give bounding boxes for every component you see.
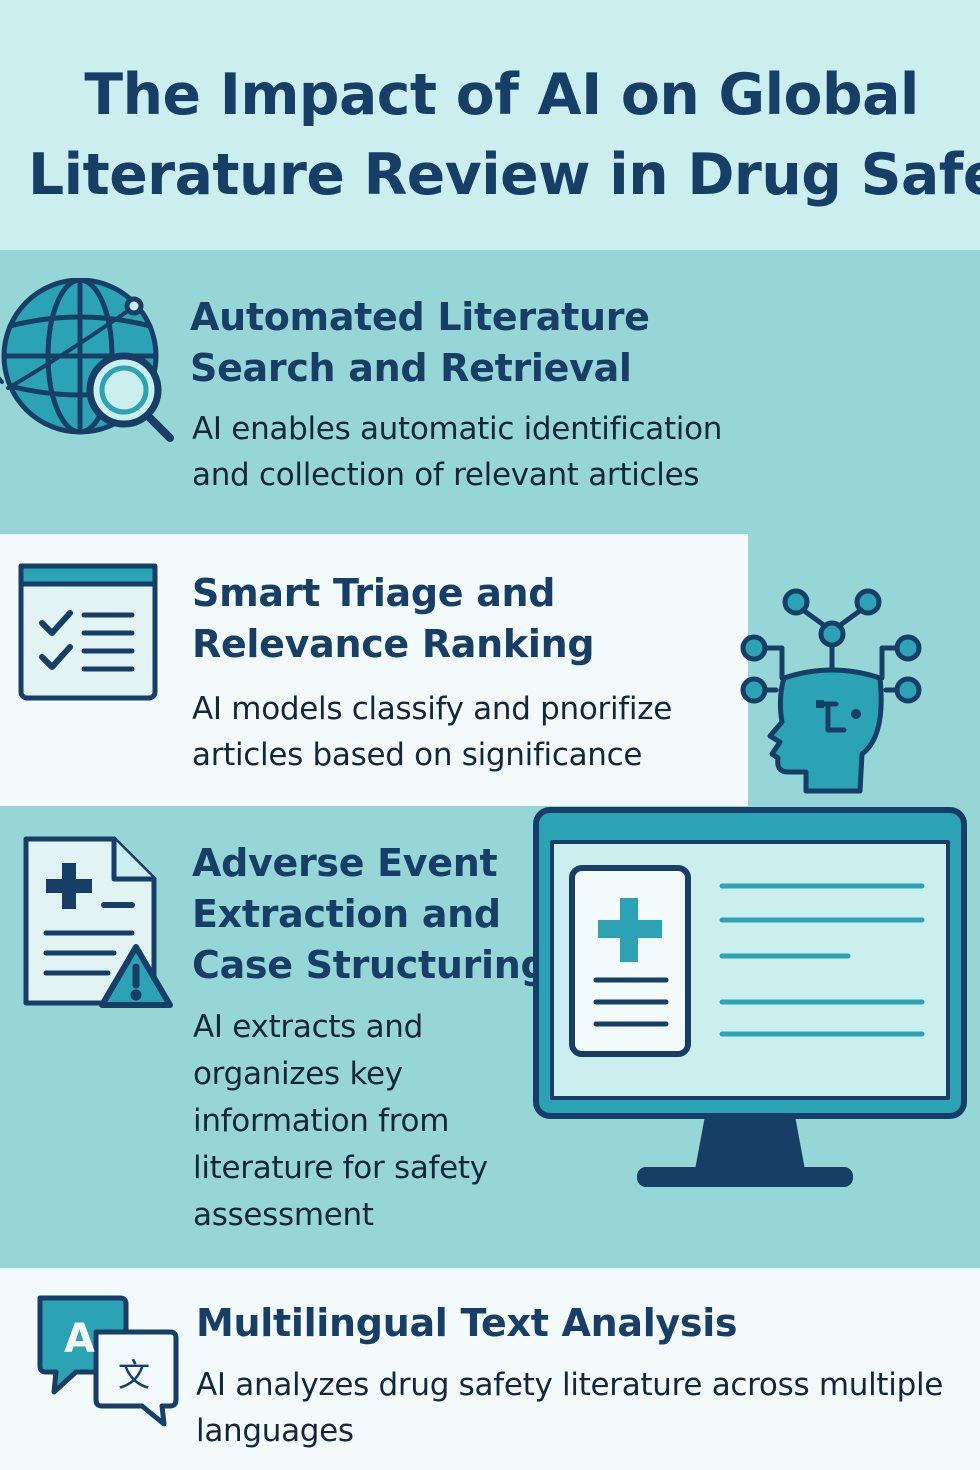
heading-line: Extraction and [192,892,501,936]
desc-line: organizes key [193,1056,403,1092]
section-desc-multilingual: AI analyzes drug safety literature acros… [196,1362,943,1454]
section-band-search [0,250,980,534]
heading-line: Adverse Event [192,841,498,885]
monitor-document-icon [533,807,967,1187]
title-line-2: Literature Review in Drug Safety [28,142,980,208]
page-title: The Impact of AI on Global Literature Re… [28,55,980,215]
heading-line: Automated Literature [190,295,650,339]
desc-line: AI extracts and [193,1009,423,1045]
section-heading-search: Automated Literature Search and Retrieva… [190,292,650,394]
desc-line: articles based on significance [192,737,643,773]
heading-line: Smart Triage and [192,571,556,615]
heading-line: Search and Retrieval [190,346,632,390]
desc-line: literature for safety [193,1150,488,1186]
heading-line: Case Structuring [192,943,548,987]
section-desc-triage: AI models classify and pnorifize article… [192,686,672,778]
title-line-1: The Impact of AI on Global [84,62,919,128]
translation-glyph-b: 文 [118,1356,150,1394]
heading-line: Multilingual Text Analysis [196,1301,738,1345]
ai-head-network-icon [740,588,922,794]
medical-document-warning-icon [23,836,173,1008]
section-heading-extraction: Adverse Event Extraction and Case Struct… [192,838,548,991]
header: The Impact of AI on Global Literature Re… [0,0,980,250]
section-heading-multilingual: Multilingual Text Analysis [196,1298,738,1349]
heading-line: Relevance Ranking [192,622,595,666]
desc-line: information from [193,1103,450,1139]
translation-glyph-a: A [64,1316,95,1362]
desc-line: languages [196,1413,354,1449]
section-desc-extraction: AI extracts and organizes key informatio… [193,1004,488,1239]
desc-line: assessment [193,1197,374,1233]
section-heading-triage: Smart Triage and Relevance Ranking [192,568,595,670]
desc-line: AI analyzes drug safety literature acros… [196,1367,944,1403]
globe-search-icon [0,278,174,442]
desc-line: AI enables automatic identification [192,411,723,447]
desc-line: and collection of relevant articles [192,457,700,493]
desc-line: AI models classify and pnorifize [192,691,672,727]
translation-icon: A 文 [37,1295,179,1427]
checklist-icon [18,563,158,701]
section-desc-search: AI enables automatic identification and … [192,406,722,498]
